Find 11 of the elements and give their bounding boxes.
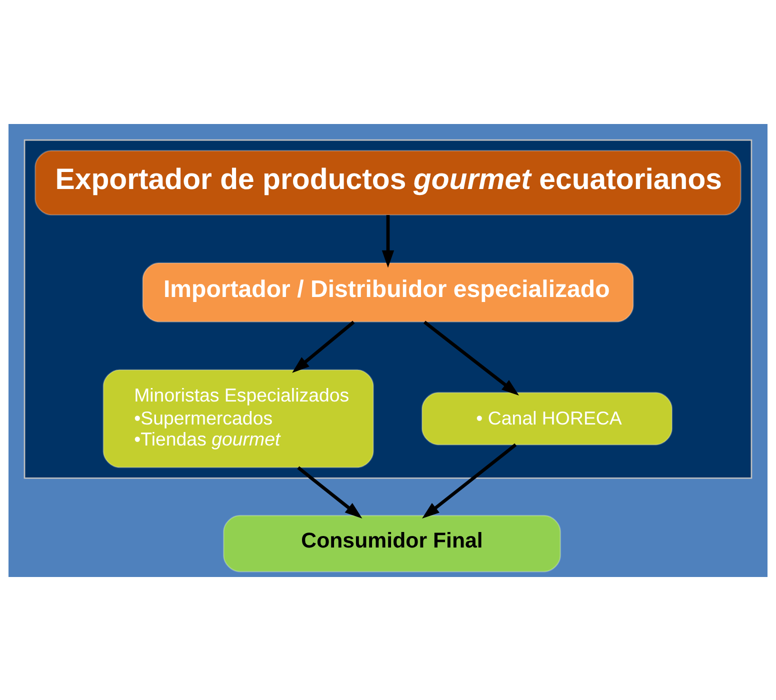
arrow (422, 442, 517, 518)
arrow (423, 320, 519, 396)
arrow (382, 214, 394, 268)
arrow (297, 466, 362, 518)
node-box: Minoristas Especializados •Supermercados •Tiendas gourmet (102, 368, 374, 468)
node-box: • Canal HORECA (421, 391, 673, 445)
cluster (24, 138, 752, 478)
node-box: Consumidor Final (222, 514, 562, 572)
node-box: Importador / Distribuidor especializado (142, 262, 634, 322)
arrow (292, 320, 355, 372)
node-box: Exportador de productos gourmet ecuatorianos (34, 150, 742, 216)
